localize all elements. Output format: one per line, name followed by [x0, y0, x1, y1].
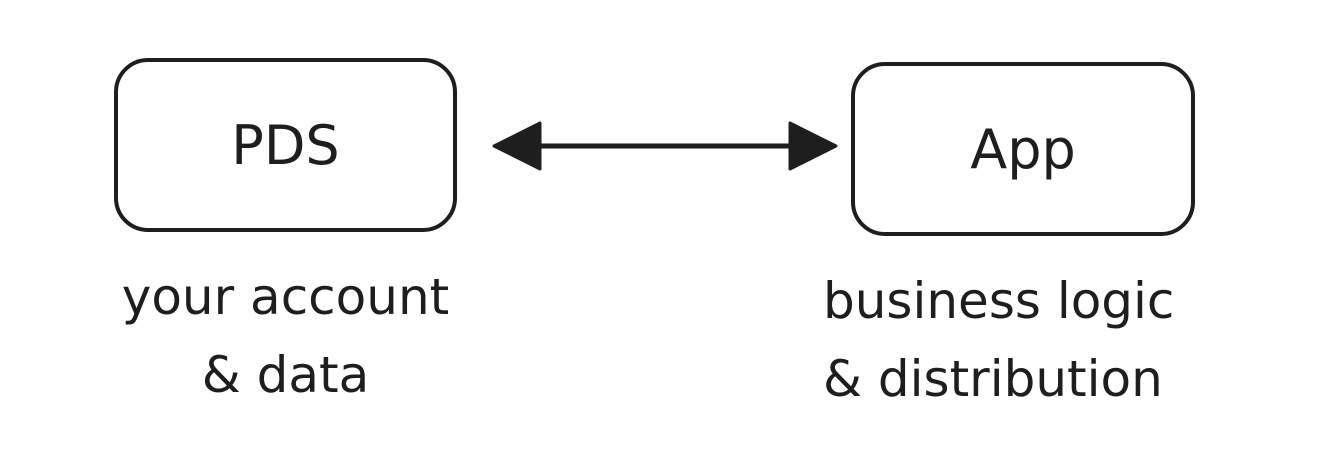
pds-node: PDS	[114, 58, 457, 232]
pds-caption-line-1: your account	[121, 268, 450, 326]
app-caption-line-1: business logic	[823, 272, 1175, 330]
app-node-label: App	[970, 117, 1076, 181]
arrow-head-left	[492, 121, 542, 171]
pds-caption-line-2: & data	[201, 346, 370, 404]
app-caption-line-2: & distribution	[823, 350, 1163, 408]
app-caption: business logic & distribution	[823, 262, 1243, 418]
app-node: App	[851, 62, 1195, 236]
pds-node-label: PDS	[231, 113, 340, 177]
pds-caption: your account & data	[98, 258, 473, 414]
arrow-head-right	[788, 121, 838, 171]
